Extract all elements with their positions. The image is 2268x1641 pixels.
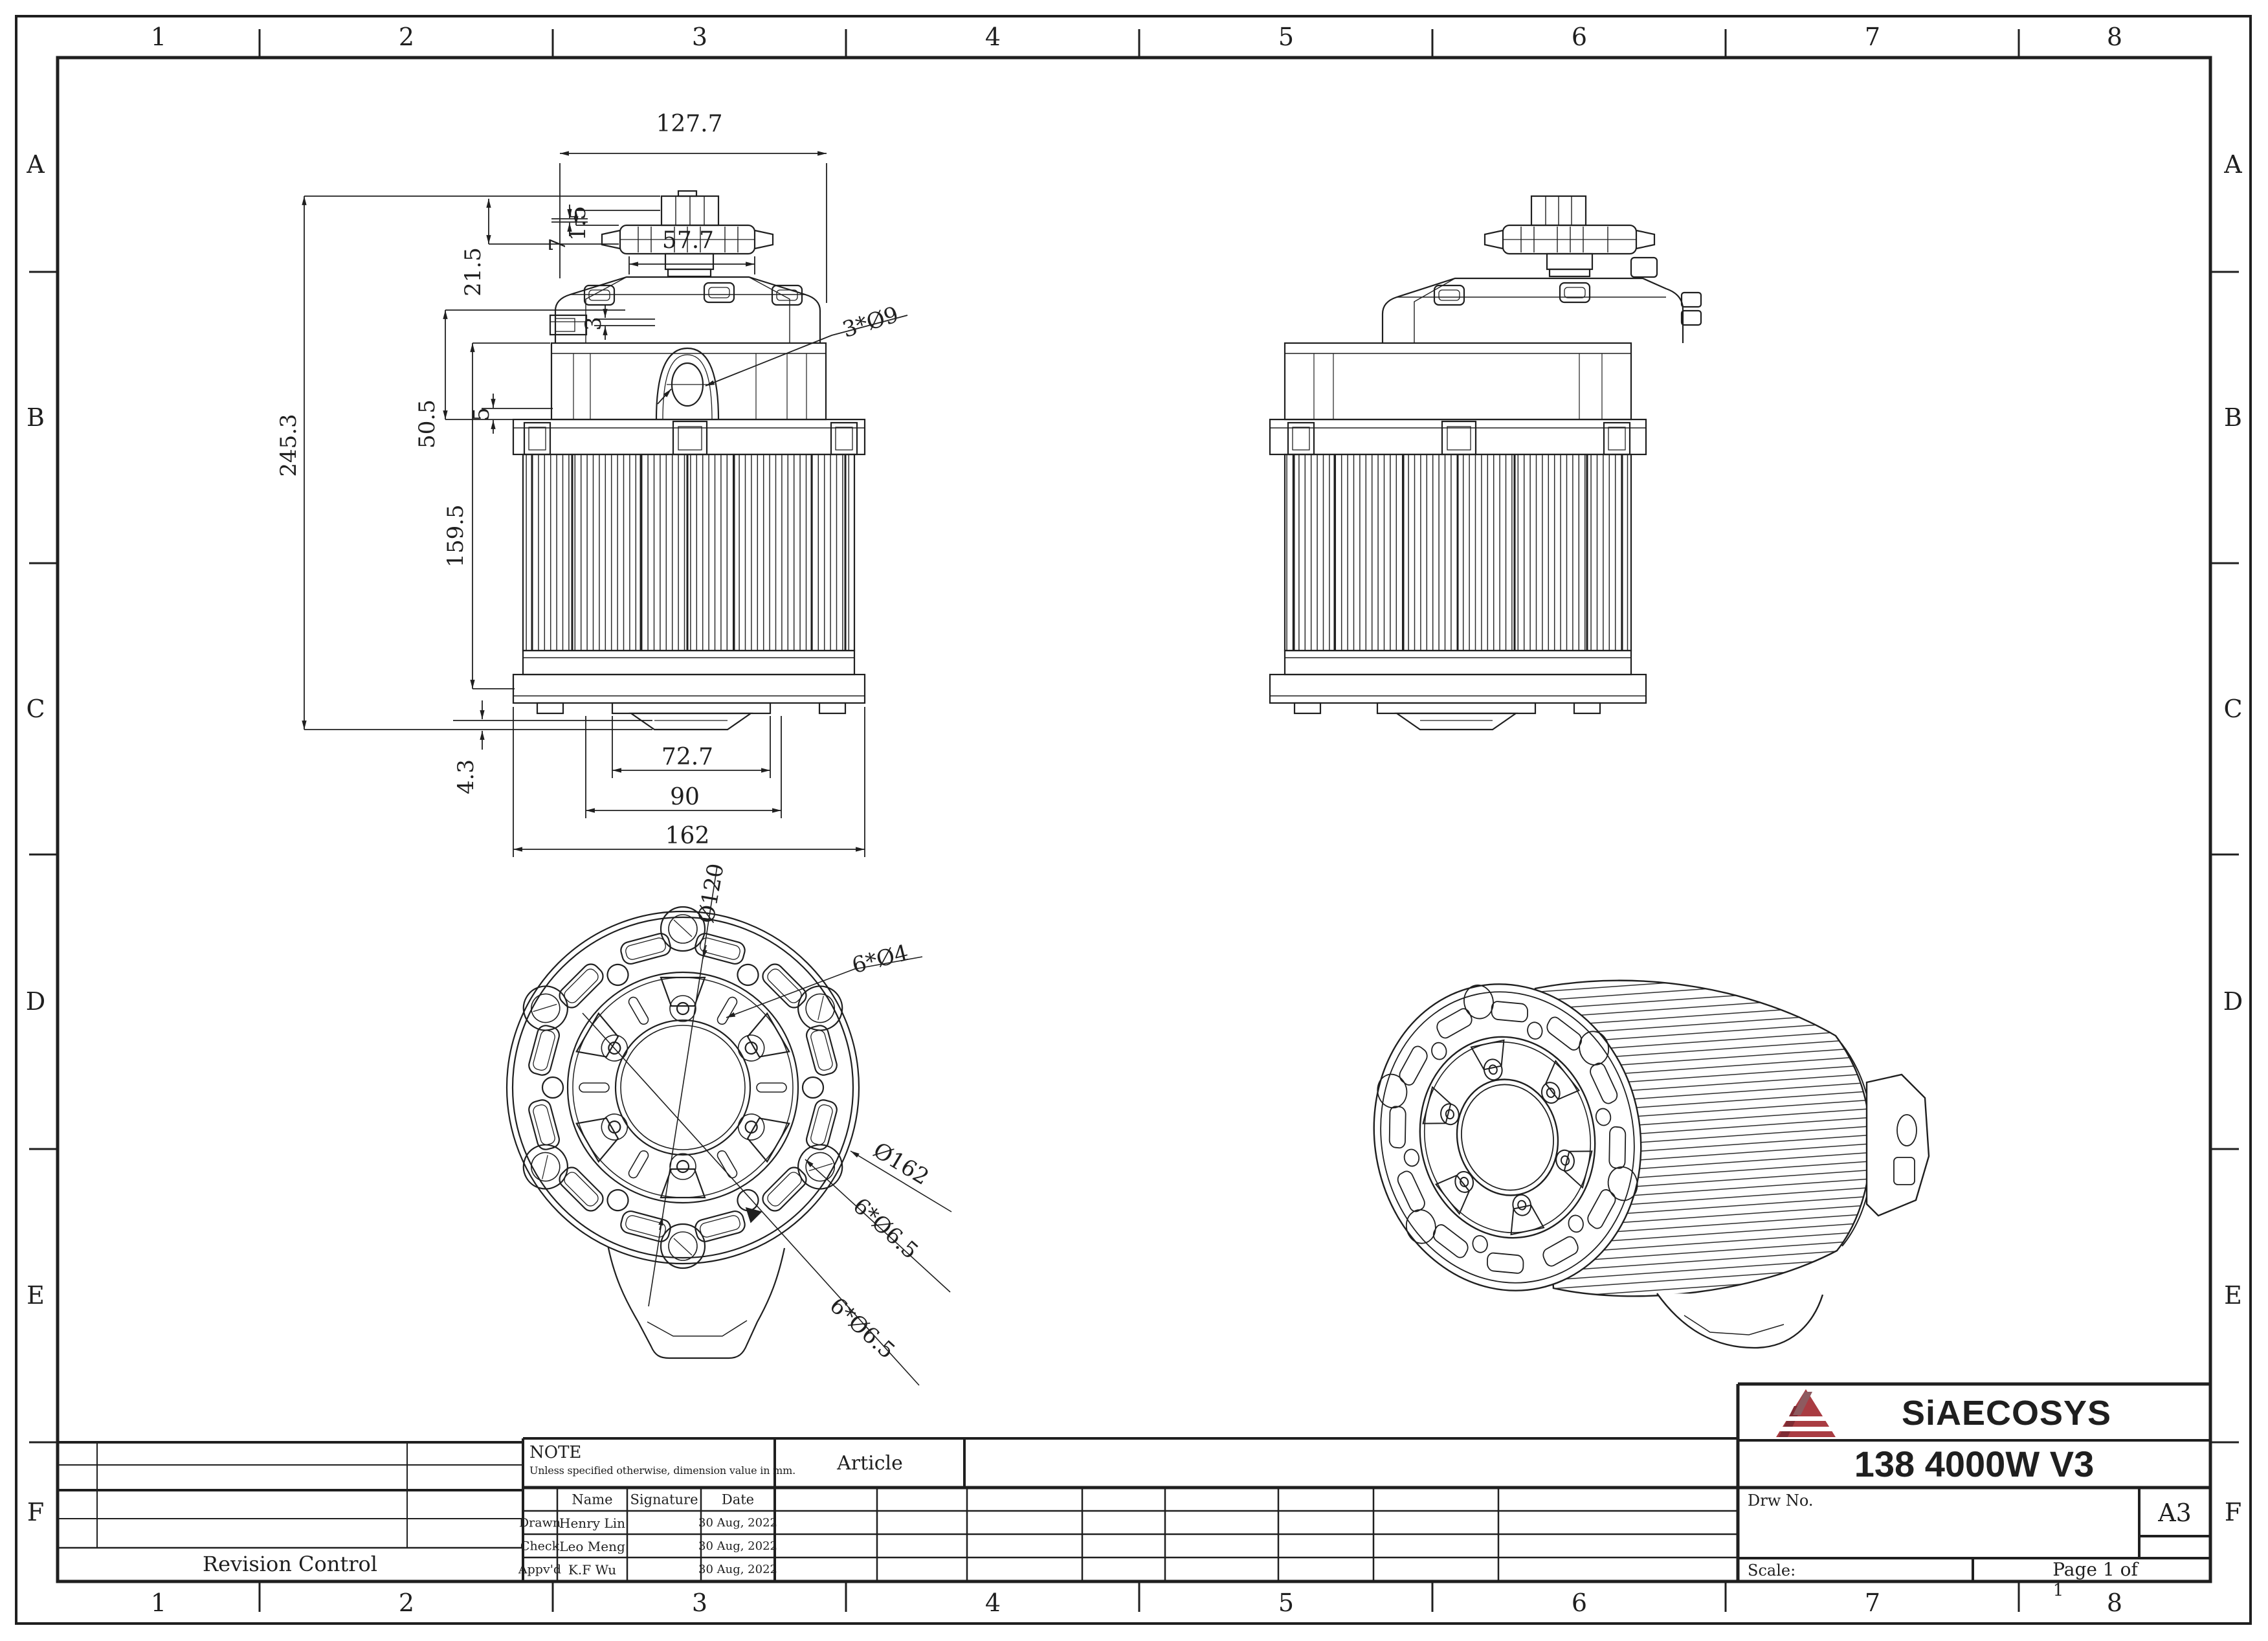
dim-162: 162 (665, 823, 710, 849)
col-label-bottom-7: 7 (1864, 1589, 1881, 1617)
dim-245-3: 245.3 (276, 414, 302, 477)
col-label-top-4: 4 (984, 23, 1001, 51)
approval-role-check: Check (520, 1539, 560, 1554)
approval-date-drawn: 30 Aug, 2022 (698, 1516, 777, 1530)
note-body: Unless specified otherwise, dimension va… (529, 1464, 796, 1477)
dim-3: 3 (581, 317, 606, 331)
approval-name-check: Leo Meng (559, 1539, 625, 1554)
paper-size: A3 (2158, 1499, 2192, 1527)
article-label: Article (837, 1452, 903, 1475)
row-label-left-A: A (27, 150, 45, 179)
row-label-right-B: B (2224, 403, 2242, 432)
bottom-view-leaders (582, 865, 952, 1386)
row-label-right-A: A (2224, 150, 2242, 179)
dim-5: 5 (469, 407, 495, 421)
brand-logo (1776, 1389, 1836, 1437)
front-view (512, 190, 866, 731)
drawing-title: 138 4000W V3 (1854, 1444, 2095, 1484)
note-title: NOTE (529, 1443, 582, 1462)
col-label-bottom-4: 4 (984, 1589, 1001, 1617)
col-label-top-3: 3 (691, 23, 708, 51)
drw-no-label: Drw No. (1748, 1491, 1814, 1510)
row-label-right-E: E (2224, 1281, 2242, 1310)
approval-date-check: 30 Aug, 2022 (698, 1539, 777, 1553)
dim-159-5: 159.5 (443, 504, 469, 568)
dim-90: 90 (670, 784, 700, 810)
approval-header-name: Name (572, 1491, 613, 1508)
col-label-bottom-5: 5 (1278, 1589, 1295, 1617)
brand-name: SiAECOSYS (1901, 1394, 2112, 1433)
col-label-top-6: 6 (1571, 23, 1588, 51)
row-label-left-D: D (25, 987, 46, 1016)
sheet-frame (15, 15, 2252, 1625)
row-label-left-C: C (26, 695, 45, 723)
approval-date-appvd: 30 Aug, 2022 (698, 1563, 777, 1576)
approval-role-drawn: Drawn (518, 1515, 561, 1530)
dim-7: 7 (545, 238, 571, 252)
dim-1-5: 1.5 (565, 205, 591, 241)
row-label-left-B: B (27, 403, 45, 432)
col-label-bottom-2: 2 (398, 1589, 415, 1617)
col-label-bottom-8: 8 (2106, 1589, 2123, 1617)
row-label-right-D: D (2223, 987, 2243, 1016)
row-label-right-C: C (2223, 695, 2243, 723)
approval-role-appvd: Appv'd (518, 1562, 562, 1577)
bottom-tables-grid (522, 1437, 1738, 1581)
col-label-bottom-6: 6 (1571, 1589, 1588, 1617)
col-label-top-5: 5 (1278, 23, 1295, 51)
title-block-grid (1736, 1382, 2210, 1581)
col-label-top-1: 1 (150, 23, 167, 51)
revision-control-label: Revision Control (202, 1552, 378, 1576)
dim-72-7: 72.7 (661, 744, 714, 770)
scale-label: Scale: (1748, 1561, 1796, 1580)
bottom-view (506, 906, 860, 1359)
approval-name-drawn: Henry Lin (559, 1515, 625, 1531)
col-label-bottom-3: 3 (691, 1589, 708, 1617)
approval-header-date: Date (721, 1491, 755, 1508)
front-view-dimensions (302, 151, 908, 857)
dim-4-3: 4.3 (453, 759, 479, 795)
col-label-top-7: 7 (1864, 23, 1881, 51)
dim-50-5: 50.5 (414, 399, 440, 449)
page-label: Page 1 of (2052, 1559, 2138, 1580)
approval-header-signature: Signature (630, 1491, 698, 1508)
dim-127-7: 127.7 (656, 111, 723, 137)
page-overflow: 1 (2052, 1581, 2064, 1600)
col-label-top-2: 2 (398, 23, 415, 51)
approval-name-appvd: K.F Wu (568, 1562, 617, 1578)
col-label-top-8: 8 (2106, 23, 2123, 51)
dim-57-7: 57.7 (662, 227, 715, 254)
revision-table-grid (58, 1441, 523, 1549)
col-label-bottom-1: 1 (150, 1589, 167, 1617)
isometric-view (1346, 979, 1930, 1349)
row-label-left-F: F (27, 1498, 45, 1526)
dim-21-5: 21.5 (460, 247, 486, 296)
row-label-left-E: E (27, 1281, 45, 1310)
side-view (1269, 195, 1702, 731)
row-label-right-F: F (2224, 1498, 2242, 1526)
